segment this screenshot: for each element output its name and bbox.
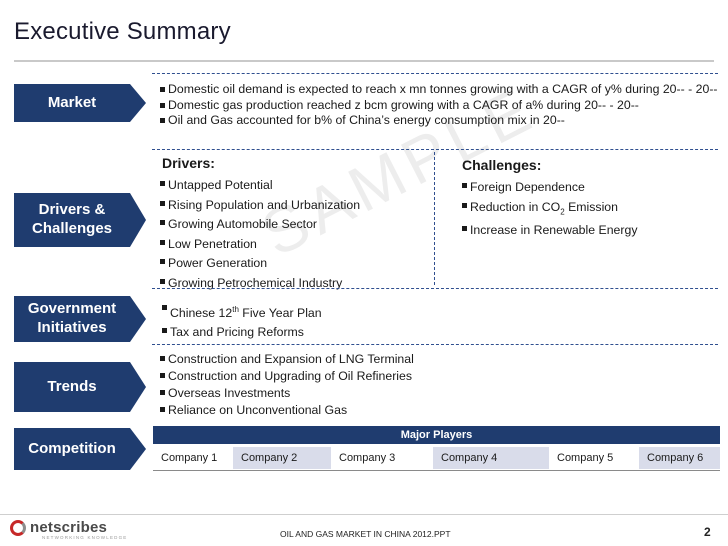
- challenges-heading: Challenges:: [462, 157, 542, 173]
- netscribes-logo: netscribes NETWORKING KNOWLEDGE: [10, 519, 126, 540]
- driver-item: Rising Population and Urbanization: [160, 196, 440, 216]
- plan-superscript: th: [232, 305, 239, 314]
- company-cell: Company 1: [161, 452, 218, 464]
- market-top-divider: [152, 73, 718, 74]
- government-bullet: Chinese 12th Five Year Plan: [162, 300, 562, 323]
- trends-label-text: Trends: [47, 377, 97, 395]
- logo-tagline: NETWORKING KNOWLEDGE: [42, 535, 128, 540]
- co2-prefix: Reduction in CO: [470, 199, 561, 214]
- market-bullet: Oil and Gas accounted for b% of China’s …: [160, 113, 718, 129]
- competition-label-text: Competition: [28, 439, 116, 457]
- company-cell: Company 4: [433, 447, 549, 469]
- government-initiatives-label: Government Initiatives: [14, 296, 146, 342]
- trends-label: Trends: [14, 362, 146, 412]
- major-players-header: Major Players: [153, 426, 720, 444]
- market-label-text: Market: [47, 93, 97, 111]
- drivers-list: Untapped Potential Rising Population and…: [160, 176, 440, 293]
- drivers-label-line1: Drivers &: [38, 201, 106, 219]
- driver-item: Low Penetration: [160, 235, 440, 255]
- drivers-bottom-divider: [152, 288, 718, 289]
- competition-bottom-rule: [153, 470, 720, 471]
- drivers-challenges-label: Drivers & Challenges: [14, 193, 146, 247]
- page-title: Executive Summary: [14, 18, 231, 45]
- document-name: OIL AND GAS MARKET IN CHINA 2012.PPT: [280, 529, 451, 539]
- plan-suffix: Five Year Plan: [238, 306, 322, 321]
- government-bullets: Chinese 12th Five Year Plan Tax and Pric…: [162, 300, 562, 342]
- company-cell: Company 3: [339, 452, 396, 464]
- logo-text: netscribes: [30, 519, 108, 536]
- challenge-item: Increase in Renewable Energy: [462, 221, 720, 241]
- page-number: 2: [704, 525, 711, 539]
- logo-circle-icon: [10, 519, 26, 536]
- market-bullet: Domestic gas production reached z bcm gr…: [160, 98, 718, 114]
- co2-subscript: 2: [560, 206, 565, 216]
- footer-divider: [0, 514, 728, 515]
- competition-label: Competition: [14, 428, 146, 470]
- driver-item: Power Generation: [160, 254, 440, 274]
- market-label: Market: [14, 84, 146, 122]
- market-bullets: Domestic oil demand is expected to reach…: [160, 82, 718, 129]
- drivers-heading: Drivers:: [162, 155, 215, 171]
- driver-item: Growing Automobile Sector: [160, 215, 440, 235]
- government-bullet: Tax and Pricing Reforms: [162, 323, 562, 342]
- drivers-challenges-divider: [434, 152, 435, 285]
- challenges-list: Foreign Dependence Reduction in CO2 Emis…: [462, 178, 720, 241]
- trend-item: Construction and Expansion of LNG Termin…: [160, 351, 560, 368]
- market-bullet: Domestic oil demand is expected to reach…: [160, 82, 718, 98]
- trend-item: Overseas Investments: [160, 385, 560, 402]
- drivers-label-line2: Challenges: [31, 220, 113, 237]
- company-row: Company 1 Company 2 Company 3 Company 4 …: [153, 447, 720, 469]
- challenge-item: Reduction in CO2 Emission: [462, 198, 720, 222]
- market-bottom-divider: [152, 149, 718, 150]
- plan-prefix: Chinese 12: [170, 306, 233, 321]
- title-divider: [14, 60, 714, 62]
- co2-suffix: Emission: [564, 199, 618, 214]
- gov-label-line1: Government: [27, 300, 117, 318]
- driver-item: Growing Petrochemical Industry: [160, 274, 440, 294]
- government-bottom-divider: [152, 344, 718, 345]
- trends-bullets: Construction and Expansion of LNG Termin…: [160, 351, 560, 419]
- trend-item: Reliance on Unconventional Gas: [160, 402, 560, 419]
- gov-label-line2: Initiatives: [37, 319, 107, 336]
- driver-item: Untapped Potential: [160, 176, 440, 196]
- company-cell: Company 2: [233, 447, 331, 469]
- trend-item: Construction and Upgrading of Oil Refine…: [160, 368, 560, 385]
- company-cell: Company 6: [639, 447, 720, 469]
- challenge-item: Foreign Dependence: [462, 178, 720, 198]
- company-cell: Company 5: [557, 452, 614, 464]
